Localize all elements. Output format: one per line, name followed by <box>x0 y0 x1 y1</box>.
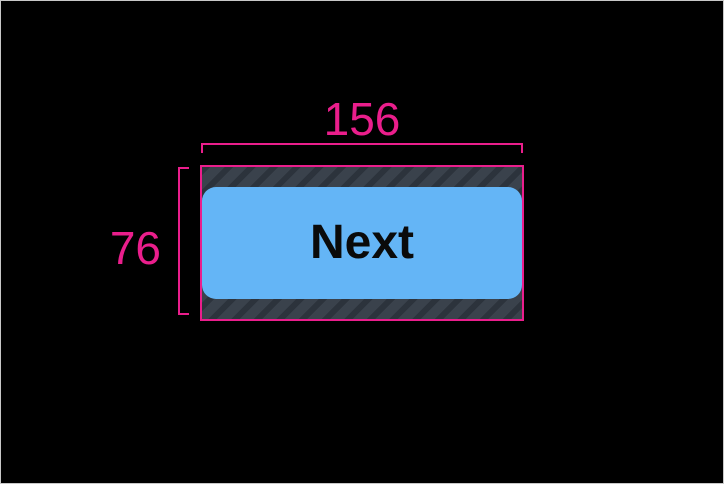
next-button[interactable]: Next <box>202 187 522 299</box>
width-measurement-bracket <box>201 143 523 153</box>
height-dimension-label: 76 <box>109 222 161 274</box>
width-dimension-label: 156 <box>323 93 401 145</box>
height-measurement-bracket <box>178 167 189 315</box>
touch-target-outline: Next <box>200 165 524 321</box>
next-button-label: Next <box>309 216 415 269</box>
